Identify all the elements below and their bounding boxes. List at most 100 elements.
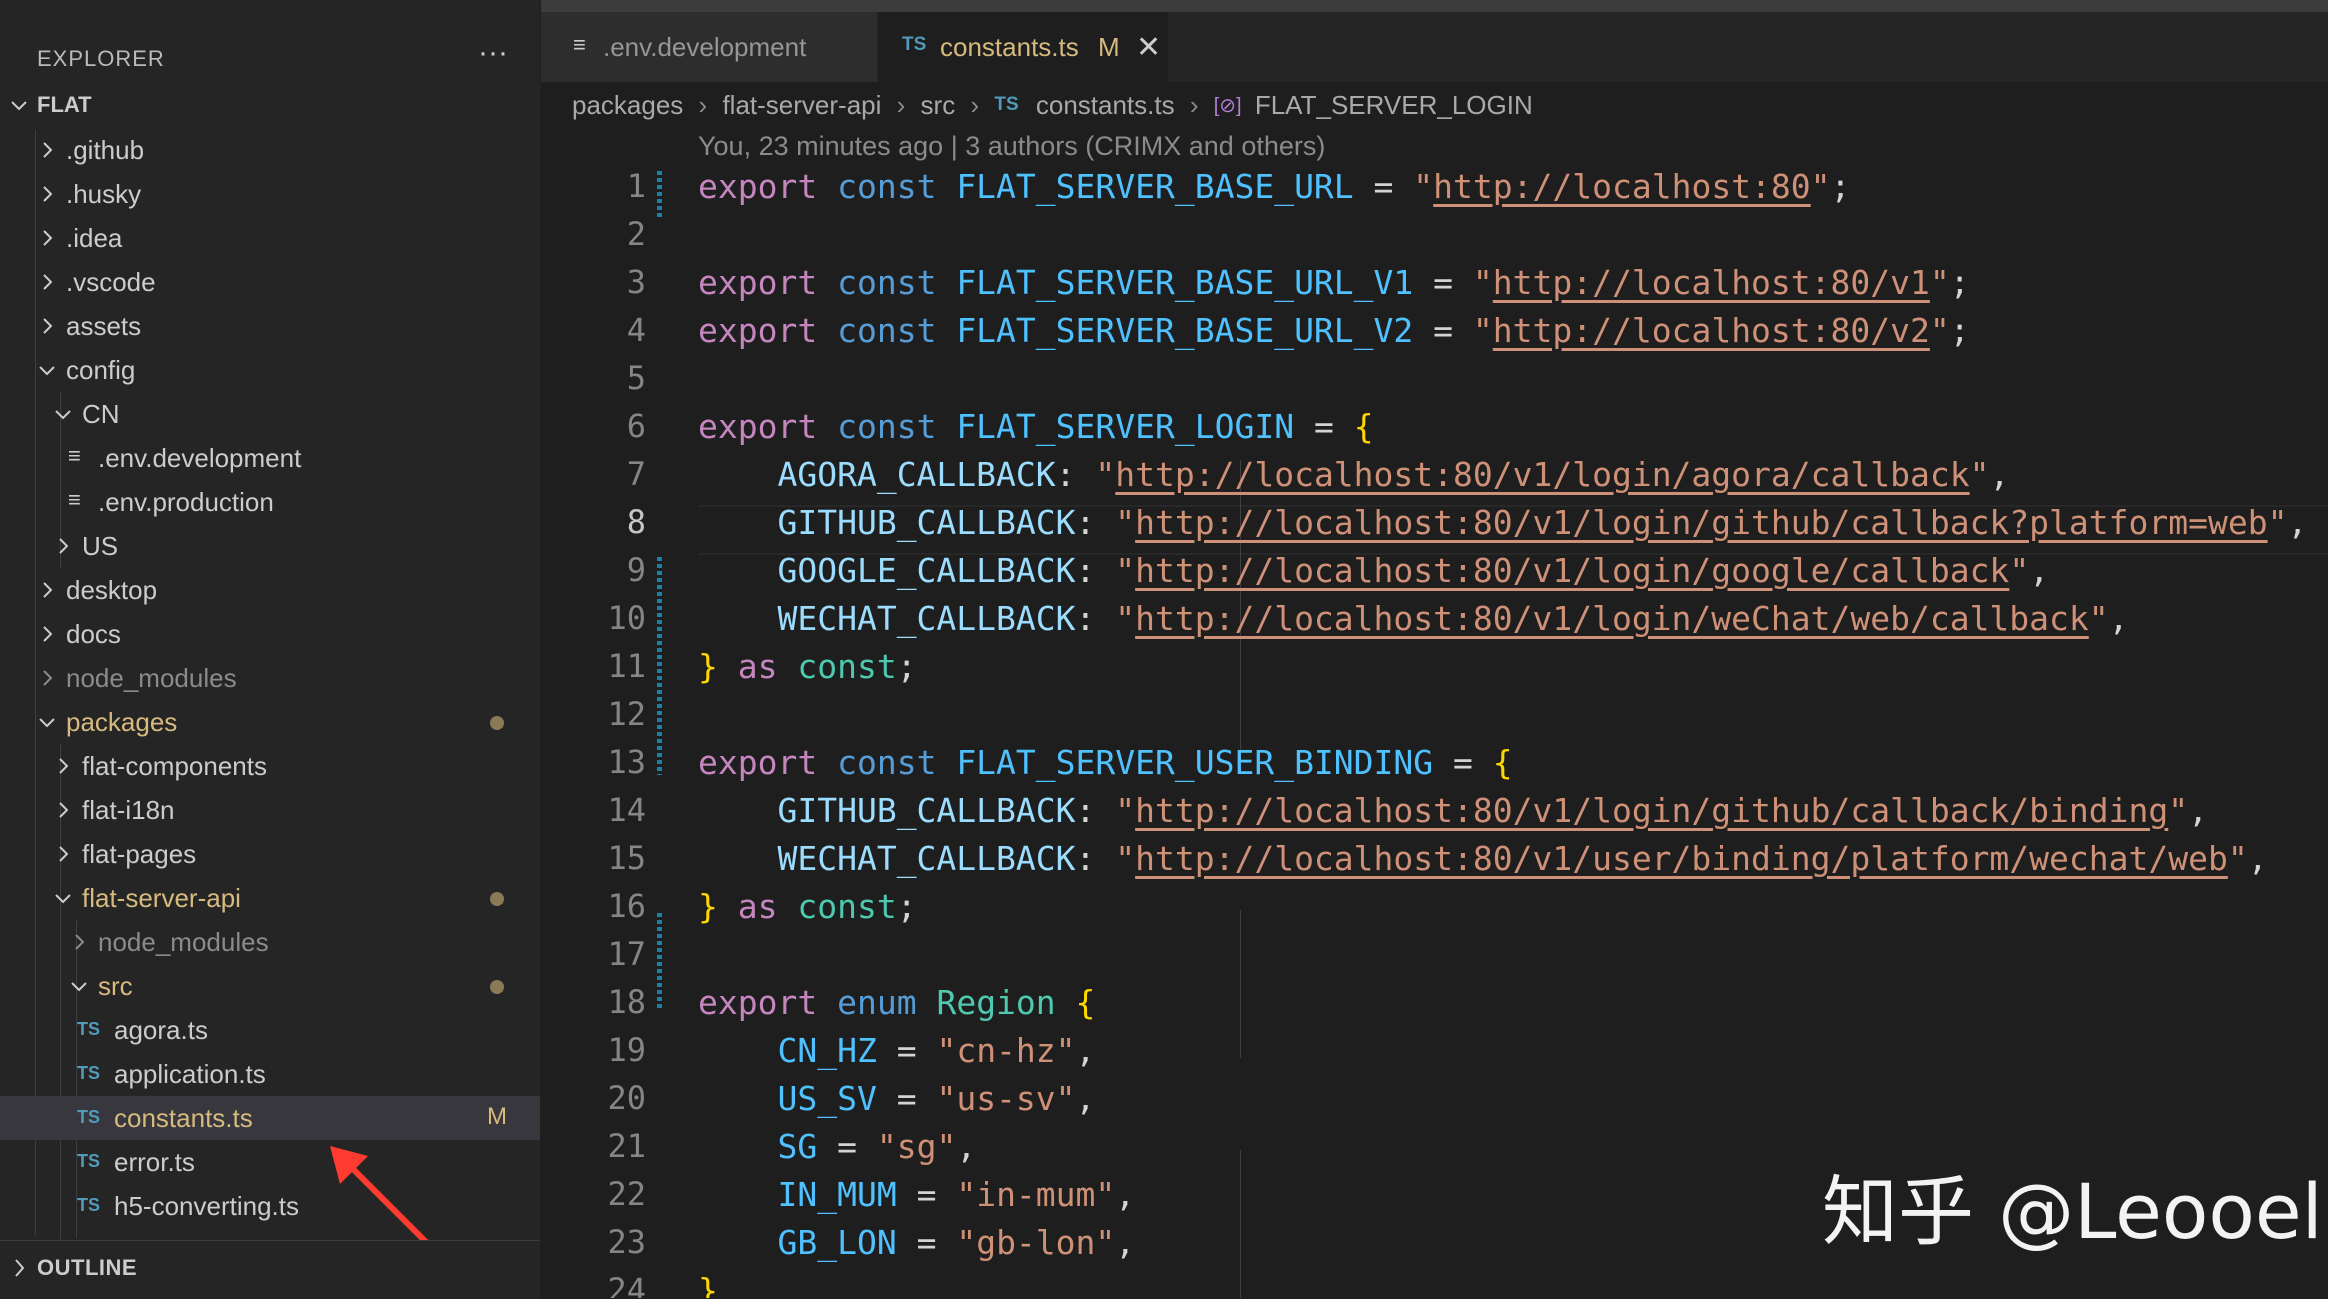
tree-indent-guide bbox=[35, 130, 36, 1235]
close-icon[interactable]: ✕ bbox=[1136, 31, 1162, 64]
tree-item-docs[interactable]: docs bbox=[0, 612, 540, 656]
line-number: 18 bbox=[607, 983, 646, 1021]
gutter-change-marker[interactable] bbox=[657, 171, 662, 219]
tree-item-packages[interactable]: packages bbox=[0, 700, 540, 744]
chevron-right-icon bbox=[34, 304, 58, 348]
tree-item-vscode[interactable]: .vscode bbox=[0, 260, 540, 304]
file-lines-icon: ≡ bbox=[68, 487, 81, 512]
tree-item-node-modules[interactable]: node_modules bbox=[0, 656, 540, 700]
tab-label: constants.ts bbox=[940, 32, 1079, 62]
modified-dot-icon bbox=[490, 980, 504, 994]
tree-item-label: .husky bbox=[66, 179, 142, 209]
code-line-6: export const FLAT_SERVER_LOGIN = { bbox=[698, 407, 1374, 446]
tree-root-label: FLAT bbox=[37, 92, 92, 117]
tree-item-h5-converting-ts[interactable]: TS h5-converting.ts bbox=[0, 1184, 540, 1228]
tree-item-label: flat-i18n bbox=[82, 795, 175, 825]
tree-item-flat-components[interactable]: flat-components bbox=[0, 744, 540, 788]
chevron-right-icon bbox=[34, 128, 58, 172]
breadcrumb-item[interactable]: src bbox=[920, 89, 956, 120]
tree-item-flat-pages[interactable]: flat-pages bbox=[0, 832, 540, 876]
indent-guide bbox=[1240, 460, 1241, 760]
tree-item-application-ts[interactable]: TS application.ts bbox=[0, 1052, 540, 1096]
line-number: 17 bbox=[607, 935, 646, 973]
tree-item-label: .vscode bbox=[66, 267, 156, 297]
chevron-right-icon bbox=[50, 832, 74, 876]
tree-item-error-ts[interactable]: TS error.ts bbox=[0, 1140, 540, 1184]
line-number: 15 bbox=[607, 839, 646, 877]
breadcrumb-item[interactable]: packages bbox=[572, 89, 684, 120]
chevron-right-icon bbox=[34, 216, 58, 260]
modified-dot-icon bbox=[490, 892, 504, 906]
code-line-7: AGORA_CALLBACK: "http://localhost:80/v1/… bbox=[777, 455, 2010, 494]
gutter-change-marker[interactable] bbox=[657, 557, 662, 775]
code-line-16: } as const; bbox=[698, 887, 917, 926]
chevron-down-icon bbox=[6, 83, 30, 127]
code-line-22: IN_MUM = "in-mum", bbox=[777, 1175, 1136, 1214]
chevron-right-icon bbox=[15, 1259, 25, 1277]
code-line-10: WECHAT_CALLBACK: "http://localhost:80/v1… bbox=[777, 599, 2129, 638]
tree-item-label: node_modules bbox=[98, 927, 269, 957]
tree-item-label: application.ts bbox=[114, 1059, 266, 1089]
explorer-header: EXPLORER ··· bbox=[0, 12, 540, 82]
tree-item-us[interactable]: US bbox=[0, 524, 540, 568]
tab-env-development[interactable]: ≡ .env.development bbox=[541, 12, 878, 82]
line-number: 14 bbox=[607, 791, 646, 829]
breadcrumb: packages › flat-server-api › src › TS co… bbox=[572, 88, 1533, 124]
tree-item-env-production[interactable]: ≡ .env.production bbox=[0, 480, 540, 524]
chevron-right-icon bbox=[34, 260, 58, 304]
outline-section-header[interactable]: OUTLINE bbox=[0, 1240, 540, 1299]
tree-item-agora-ts[interactable]: TS agora.ts bbox=[0, 1008, 540, 1052]
breadcrumb-item[interactable]: FLAT_SERVER_LOGIN bbox=[1254, 89, 1533, 120]
tree-item-github[interactable]: .github bbox=[0, 128, 540, 172]
current-line-highlight bbox=[698, 505, 2328, 555]
chevron-down-icon bbox=[34, 348, 58, 392]
tree-root-flat[interactable]: FLAT bbox=[0, 83, 540, 127]
tree-item-label: assets bbox=[66, 311, 142, 341]
breadcrumb-separator-icon: › bbox=[698, 89, 708, 120]
tree-item-desktop[interactable]: desktop bbox=[0, 568, 540, 612]
gutter-change-marker[interactable] bbox=[657, 913, 662, 1009]
chevron-down-icon bbox=[50, 876, 74, 920]
tree-item-label: agora.ts bbox=[114, 1015, 208, 1045]
tree-item-label: desktop bbox=[66, 575, 158, 605]
tree-item-src[interactable]: src bbox=[0, 964, 540, 1008]
typescript-file-icon: TS bbox=[77, 1019, 101, 1039]
tree-item-assets[interactable]: assets bbox=[0, 304, 540, 348]
more-actions-icon[interactable]: ··· bbox=[478, 36, 508, 69]
tree-item-flat-server-api[interactable]: flat-server-api bbox=[0, 876, 540, 920]
tree-item-env-development[interactable]: ≡ .env.development bbox=[0, 436, 540, 480]
chevron-right-icon bbox=[34, 172, 58, 216]
indent-guide bbox=[1240, 1150, 1241, 1298]
line-number: 9 bbox=[626, 551, 646, 589]
line-number: 11 bbox=[607, 647, 646, 685]
line-number: 22 bbox=[607, 1175, 646, 1213]
breadcrumb-item[interactable]: constants.ts bbox=[1035, 89, 1175, 120]
chevron-right-icon bbox=[34, 568, 58, 612]
breadcrumb-item[interactable]: flat-server-api bbox=[722, 89, 882, 120]
tree-item-node-modules-2[interactable]: node_modules bbox=[0, 920, 540, 964]
code-editor[interactable]: You, 23 minutes ago | 3 authors (CRIMX a… bbox=[541, 125, 2328, 1298]
tree-item-label: docs bbox=[66, 619, 121, 649]
tree-item-cn[interactable]: CN bbox=[0, 392, 540, 436]
outline-title: OUTLINE bbox=[37, 1255, 138, 1280]
title-bar-strip bbox=[0, 0, 2328, 12]
tree-item-label: .idea bbox=[66, 223, 123, 253]
code-line-8: GITHUB_CALLBACK: "http://localhost:80/v1… bbox=[777, 503, 2308, 542]
line-number: 6 bbox=[626, 407, 646, 445]
tab-constants-ts[interactable]: TS constants.ts M ✕ bbox=[878, 12, 1168, 82]
chevron-right-icon bbox=[50, 788, 74, 832]
line-number: 24 bbox=[607, 1271, 646, 1298]
line-number: 4 bbox=[626, 311, 646, 349]
git-blame-codelens[interactable]: You, 23 minutes ago | 3 authors (CRIMX a… bbox=[698, 131, 1326, 161]
tree-item-idea[interactable]: .idea bbox=[0, 216, 540, 260]
tree-item-constants-ts[interactable]: TS constants.ts M bbox=[0, 1096, 540, 1140]
code-line-20: US_SV = "us-sv", bbox=[777, 1079, 1096, 1118]
indent-guide bbox=[1240, 910, 1241, 1058]
breadcrumb-separator-icon: › bbox=[1189, 89, 1199, 120]
tree-item-husky[interactable]: .husky bbox=[0, 172, 540, 216]
code-line-21: SG = "sg", bbox=[777, 1127, 977, 1166]
line-number: 8 bbox=[626, 503, 646, 541]
tree-item-flat-i18n[interactable]: flat-i18n bbox=[0, 788, 540, 832]
symbol-constant-icon: [⊘] bbox=[1213, 94, 1242, 117]
tree-item-config[interactable]: config bbox=[0, 348, 540, 392]
